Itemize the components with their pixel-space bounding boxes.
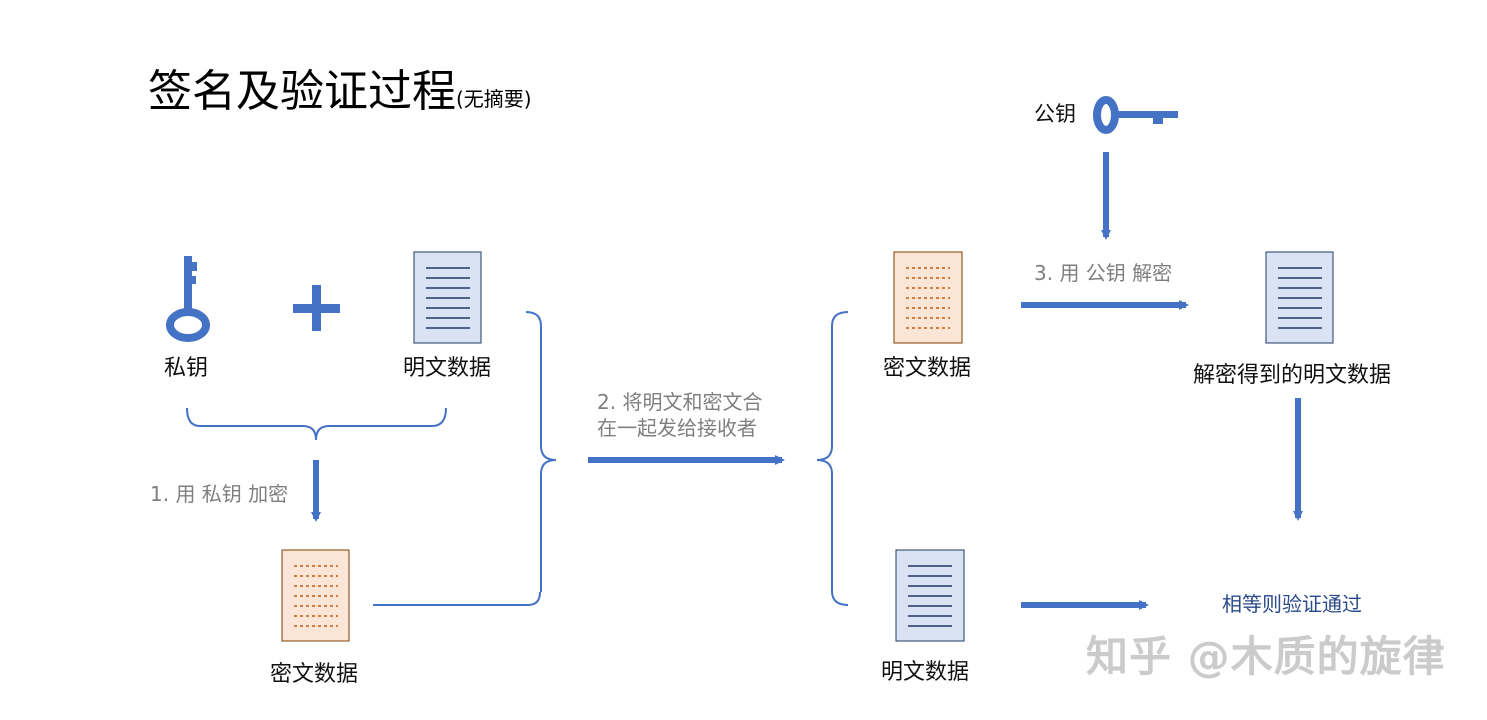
step2-label-line2: 在一起发给接收者 bbox=[597, 416, 757, 440]
plaintext-label-left: 明文数据 bbox=[403, 356, 492, 381]
watermark: 知乎 @木质的旋律 bbox=[1086, 632, 1446, 681]
page-title: 签名及验证过程(无摘要) bbox=[148, 66, 532, 119]
decrypted-label: 解密得到的明文数据 bbox=[1193, 363, 1392, 388]
title-main: 签名及验证过程 bbox=[148, 66, 456, 117]
ciphertext-label-left: 密文数据 bbox=[270, 662, 359, 687]
public-key-label: 公钥 bbox=[1034, 102, 1076, 126]
brace-icon-bottom bbox=[186, 407, 447, 441]
step1-label: 1. 用 私钥 加密 bbox=[150, 482, 289, 506]
result-label: 相等则验证通过 bbox=[1222, 592, 1362, 616]
title-subtitle: (无摘要) bbox=[456, 87, 532, 111]
plaintext-document-icon-right bbox=[895, 549, 965, 642]
step3-label: 3. 用 公钥 解密 bbox=[1034, 261, 1173, 285]
brace-icon-left-group bbox=[525, 311, 557, 592]
plaintext-label-right: 明文数据 bbox=[881, 660, 970, 685]
ciphertext-document-icon-right bbox=[893, 251, 963, 344]
private-key-icon bbox=[166, 256, 210, 342]
ciphertext-label-right: 密文数据 bbox=[883, 356, 972, 381]
step2-label-line1: 2. 将明文和密文合 bbox=[597, 390, 763, 414]
plaintext-document-icon-left bbox=[413, 251, 482, 344]
ciphertext-document-icon-left bbox=[281, 549, 350, 642]
ciphertext-connector-line bbox=[373, 591, 541, 606]
plus-icon bbox=[293, 285, 340, 331]
decrypted-document-icon bbox=[1265, 251, 1334, 344]
private-key-label: 私钥 bbox=[164, 356, 209, 381]
brace-icon-right-group bbox=[816, 311, 849, 606]
public-key-icon bbox=[1093, 96, 1178, 134]
